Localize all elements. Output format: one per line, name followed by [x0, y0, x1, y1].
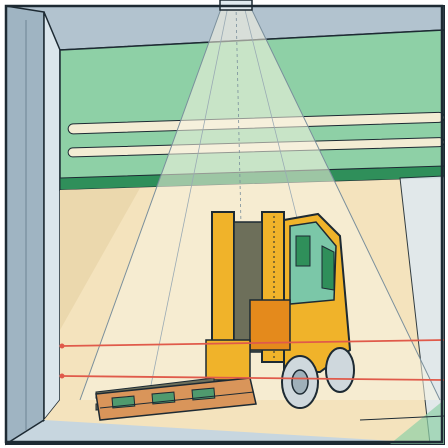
left-door-frame	[6, 6, 44, 444]
beam-emitter	[60, 374, 65, 379]
beam-emitter	[60, 344, 65, 349]
forklift-seat	[296, 236, 310, 266]
left-door-jamb	[44, 12, 60, 420]
forklift-wheel-rear	[326, 348, 354, 392]
forklift-carriage	[206, 340, 250, 380]
wheel-hub	[292, 370, 308, 394]
forklift-side-panel	[322, 246, 334, 290]
